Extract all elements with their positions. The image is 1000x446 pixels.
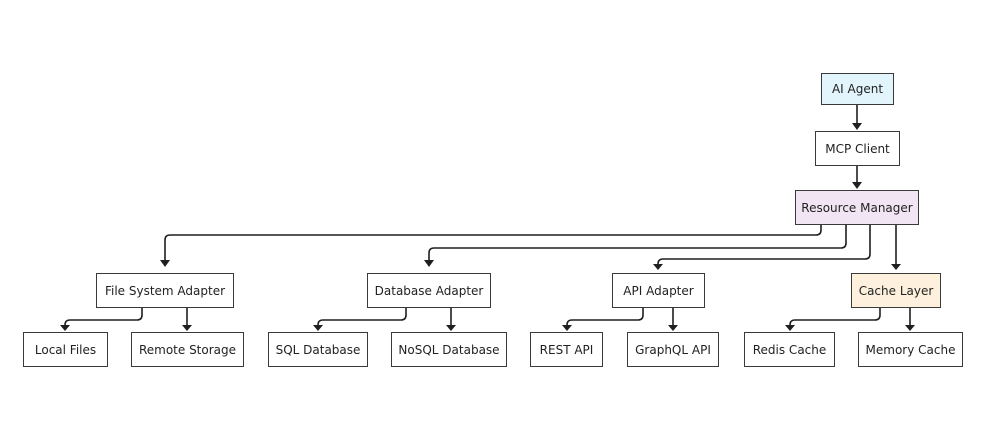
node-redis-cache[interactable]: Redis Cache — [744, 332, 835, 367]
node-rest-api-label: REST API — [539, 342, 594, 357]
node-database-adapter[interactable]: Database Adapter — [367, 273, 491, 308]
node-nosql-database[interactable]: NoSQL Database — [391, 332, 507, 367]
node-remote-storage-label: Remote Storage — [138, 342, 237, 357]
edge-mcp-client-to-resource-manager — [852, 165, 862, 189]
node-memory-cache-label: Memory Cache — [865, 342, 956, 357]
node-cache-layer-label: Cache Layer — [858, 283, 934, 298]
node-graphql-api-label: GraphQL API — [635, 342, 711, 357]
edge-api-adapter-to-graphql-api — [668, 307, 678, 331]
node-redis-cache-label: Redis Cache — [752, 342, 827, 357]
node-resource-manager[interactable]: Resource Manager — [795, 190, 919, 225]
node-memory-cache[interactable]: Memory Cache — [858, 332, 963, 367]
node-mcp-client-label: MCP Client — [825, 141, 890, 156]
edge-resource-manager-to-file-system-adapter — [160, 224, 822, 267]
edge-file-system-adapter-to-remote-storage — [182, 307, 192, 331]
node-local-files-label: Local Files — [34, 342, 97, 357]
edge-database-adapter-to-nosql-database — [446, 307, 456, 331]
node-sql-database-label: SQL Database — [275, 342, 361, 357]
edge-ai-agent-to-mcp-client — [852, 103, 862, 130]
node-remote-storage[interactable]: Remote Storage — [131, 332, 244, 367]
edge-resource-manager-to-cache-layer — [891, 224, 901, 270]
node-mcp-client[interactable]: MCP Client — [815, 131, 900, 166]
node-api-adapter[interactable]: API Adapter — [612, 273, 705, 308]
node-sql-database[interactable]: SQL Database — [268, 332, 368, 367]
node-ai-agent[interactable]: AI Agent — [821, 73, 894, 105]
node-database-adapter-label: Database Adapter — [374, 283, 484, 298]
node-api-adapter-label: API Adapter — [623, 283, 694, 298]
node-graphql-api[interactable]: GraphQL API — [627, 332, 719, 367]
node-file-system-adapter-label: File System Adapter — [104, 283, 226, 298]
node-nosql-database-label: NoSQL Database — [398, 342, 500, 357]
node-local-files[interactable]: Local Files — [23, 332, 108, 367]
edge-resource-manager-to-database-adapter — [424, 224, 847, 267]
edge-cache-layer-to-memory-cache — [905, 307, 915, 331]
edge-resource-manager-to-api-adapter — [653, 224, 871, 270]
node-resource-manager-label: Resource Manager — [801, 200, 913, 215]
node-file-system-adapter[interactable]: File System Adapter — [96, 273, 234, 308]
edge-cache-layer-to-redis-cache — [785, 307, 881, 331]
node-rest-api[interactable]: REST API — [530, 332, 603, 367]
node-ai-agent-label: AI Agent — [831, 82, 884, 96]
edge-file-system-adapter-to-local-files — [60, 307, 143, 331]
node-cache-layer[interactable]: Cache Layer — [851, 273, 941, 308]
edge-api-adapter-to-rest-api — [562, 307, 644, 331]
edge-database-adapter-to-sql-database — [313, 307, 407, 331]
